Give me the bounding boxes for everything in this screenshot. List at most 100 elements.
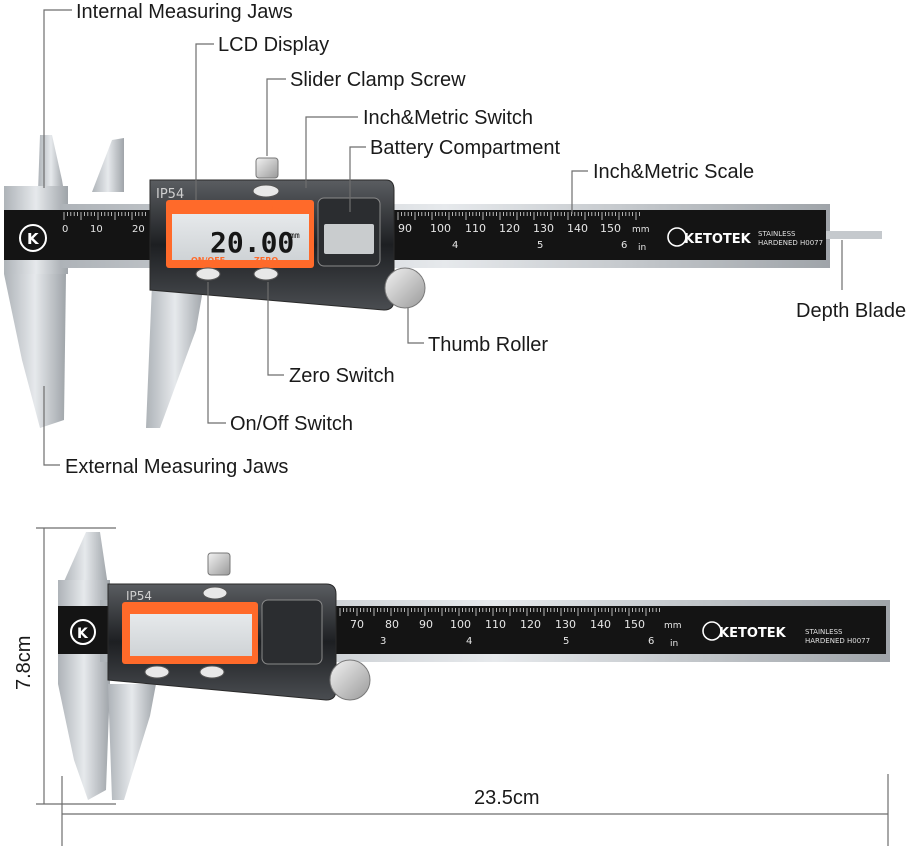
scale-mm-130: 130 xyxy=(533,222,554,235)
bottom-logo-glyph: K xyxy=(77,626,89,642)
clamp-screw[interactable] xyxy=(255,157,279,179)
scale-mm-150: 150 xyxy=(600,222,621,235)
scale-left-10: 10 xyxy=(90,224,103,235)
bottom-internal-jaws xyxy=(62,532,108,586)
bottom-brand-logo-icon xyxy=(702,621,722,641)
bunit-mm: mm xyxy=(664,621,682,631)
brand-stainless: STAINLESS xyxy=(758,230,796,238)
bottom-onoff-button[interactable] xyxy=(144,665,170,679)
lcd-display xyxy=(172,214,309,260)
depth-blade xyxy=(826,231,882,239)
unit-mm: mm xyxy=(632,225,650,235)
width-label: 23.5cm xyxy=(474,787,540,809)
bunit-in: in xyxy=(670,639,678,649)
bottom-mode-label: mm/in xyxy=(200,605,228,614)
bscale-mm-140: 140 xyxy=(590,618,611,631)
label-internal-jaws: Internal Measuring Jaws xyxy=(76,1,293,23)
label-inch-metric-switch: Inch&Metric Switch xyxy=(363,107,533,129)
bottom-inch-metric-button[interactable] xyxy=(202,586,228,600)
scale-in-4: 4 xyxy=(452,240,458,251)
scale-mm-120: 120 xyxy=(499,222,520,235)
bottom-scale-ticks xyxy=(339,608,660,616)
bottom-lcd-display xyxy=(130,614,252,656)
lcd-reading: 20.00 xyxy=(210,226,294,259)
onoff-button[interactable] xyxy=(195,267,221,281)
bottom-external-jaw-fixed xyxy=(58,684,110,800)
leader-zero-switch xyxy=(267,282,284,376)
callouts-top: Internal Measuring Jaws LCD Display Slid… xyxy=(43,1,906,478)
scale-ticks-left xyxy=(63,212,147,220)
bottom-zero-button[interactable] xyxy=(199,665,225,679)
leader-internal-jaws xyxy=(43,9,72,188)
label-zero-switch: Zero Switch xyxy=(289,365,395,387)
bottom-brand-hardened: HARDENED H0077 xyxy=(805,637,870,645)
leader-clamp-screw xyxy=(266,78,286,156)
scale-mm-90: 90 xyxy=(398,222,412,235)
leader-lcd xyxy=(195,43,214,200)
bottom-clamp-screw[interactable] xyxy=(207,552,231,576)
height-label: 7.8cm xyxy=(13,636,35,690)
scale-ticks-right xyxy=(397,212,640,220)
logo-icon xyxy=(19,224,47,252)
inch-metric-button[interactable] xyxy=(252,184,280,198)
onoff-label: ON/OFF xyxy=(191,256,225,265)
scale-in-6: 6 xyxy=(621,240,627,251)
bscale-mm-110: 110 xyxy=(485,618,506,631)
lcd-unit: mm xyxy=(290,231,300,240)
zero-button[interactable] xyxy=(253,267,279,281)
bottom-zero-label: ZERO xyxy=(204,656,228,665)
label-scale: Inch&Metric Scale xyxy=(593,161,754,183)
scale-in-5: 5 xyxy=(537,240,543,251)
logo-glyph: K xyxy=(27,230,40,248)
internal-jaw-sliding xyxy=(92,138,124,192)
label-battery: Battery Compartment xyxy=(370,137,561,159)
bscale-mm-90: 90 xyxy=(419,618,433,631)
leader-battery xyxy=(349,146,366,212)
bottom-brand-stainless: STAINLESS xyxy=(805,628,843,636)
brand-hardened: HARDENED H0077 xyxy=(758,239,823,247)
thumb-roller[interactable] xyxy=(384,267,426,309)
brand-name: KETOTEK xyxy=(684,232,752,247)
external-jaw-fixed xyxy=(4,274,66,428)
leader-inch-metric-switch xyxy=(305,116,358,188)
bscale-mm-130: 130 xyxy=(555,618,576,631)
scale-mm-110: 110 xyxy=(465,222,486,235)
bottom-battery-compartment[interactable] xyxy=(261,599,323,665)
bottom-logo-icon xyxy=(70,619,96,645)
bscale-in-6: 6 xyxy=(648,636,654,647)
bottom-external-jaw-sliding xyxy=(108,684,156,800)
bscale-mm-100: 100 xyxy=(450,618,471,631)
bscale-in-4: 4 xyxy=(466,636,472,647)
caliper-top: K 0 10 20 90 100 110 120 130 140 150 4 5… xyxy=(4,135,882,428)
caliper-bottom: K 70 80 90 100 110 120 130 140 150 3 4 5… xyxy=(58,532,890,800)
bscale-in-5: 5 xyxy=(563,636,569,647)
bscale-mm-150: 150 xyxy=(624,618,645,631)
label-external-jaws: External Measuring Jaws xyxy=(65,456,288,478)
brand-logo-icon xyxy=(667,227,687,247)
bscale-mm-70: 70 xyxy=(350,618,364,631)
dimensions: 7.8cm 23.5cm xyxy=(13,527,889,846)
scale-mm-140: 140 xyxy=(567,222,588,235)
label-lcd-display: LCD Display xyxy=(218,34,329,56)
label-thumb-roller: Thumb Roller xyxy=(428,334,548,356)
bottom-onoff-label: ON/OFF xyxy=(145,656,179,665)
label-onoff-switch: On/Off Switch xyxy=(230,413,353,435)
scale-left-0: 0 xyxy=(62,224,68,235)
zero-label: ZERO xyxy=(254,256,278,265)
internal-jaw-fixed xyxy=(38,135,64,192)
mode-label: mm/in xyxy=(254,205,282,214)
bscale-mm-120: 120 xyxy=(520,618,541,631)
leader-thumb-roller xyxy=(407,308,424,344)
label-clamp-screw: Slider Clamp Screw xyxy=(290,69,466,91)
scale-mm-100: 100 xyxy=(430,222,451,235)
leader-scale xyxy=(571,170,588,214)
bscale-mm-80: 80 xyxy=(385,618,399,631)
bottom-model-mark: IP54 xyxy=(126,589,152,603)
external-jaw-sliding xyxy=(146,284,204,428)
unit-in: in xyxy=(638,243,646,253)
bottom-thumb-roller[interactable] xyxy=(329,659,371,701)
model-mark: IP54 xyxy=(156,187,184,202)
battery-cover xyxy=(324,224,374,254)
label-depth-blade: Depth Blade xyxy=(796,300,906,322)
